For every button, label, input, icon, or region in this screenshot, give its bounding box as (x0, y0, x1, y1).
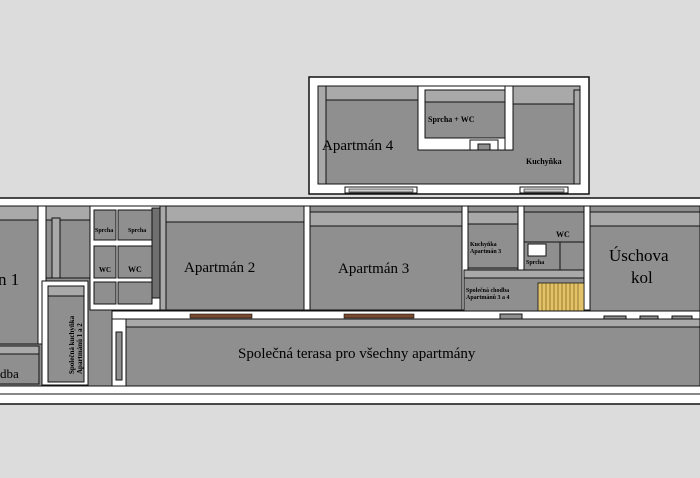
upper-building (308, 76, 590, 195)
stairs (537, 282, 585, 312)
label-uschova-line1: Úschova (609, 246, 669, 265)
label-wc-a: WC (99, 266, 111, 274)
label-apartman-2: Apartmán 2 (184, 260, 255, 276)
label-sprcha-b: Sprcha (128, 228, 146, 234)
label-spolecna-kuchynka: Společná kuchyňkaApartmánů 1 a 2 (68, 315, 84, 374)
label-apartman-4: Apartmán 4 (322, 138, 394, 154)
label-wc-b: WC (128, 265, 142, 274)
label-terasa: Společná terasa pro všechny apartmány (238, 346, 476, 362)
label-uschova-line2: kol (631, 268, 653, 287)
label-dba: dba (0, 366, 19, 381)
lower-building (0, 197, 700, 405)
label-kuchynka-4: Kuchyňka (526, 157, 562, 166)
label-sprcha-wc-4: Sprcha + WC (428, 115, 475, 124)
label-wc-3: WC (556, 230, 570, 239)
label-apartman-1: n 1 (0, 270, 19, 289)
label-sprcha-3: Sprcha (526, 260, 544, 266)
label-sprcha-a: Sprcha (95, 228, 113, 234)
label-apartman-3: Apartmán 3 (338, 261, 409, 277)
